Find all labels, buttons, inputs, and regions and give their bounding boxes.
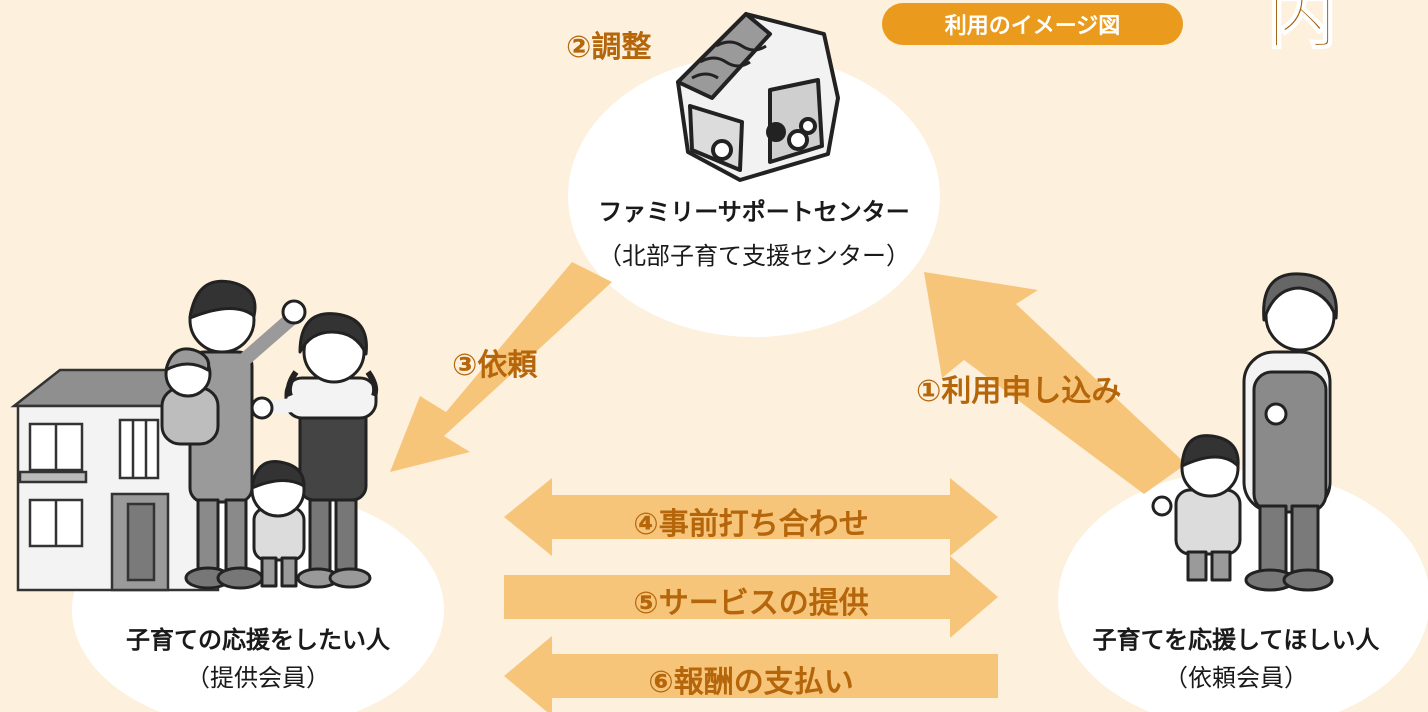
step-4-meeting: ④事前打ち合わせ bbox=[633, 507, 869, 542]
step-5-service: ⑤サービスの提供 bbox=[633, 586, 869, 621]
step-2-adjustment: ②調整 bbox=[566, 30, 652, 65]
center-sub: （北部子育て支援センター） bbox=[598, 242, 910, 270]
step-3-request: ③依頼 bbox=[452, 348, 538, 383]
mother-child-illustration bbox=[1151, 272, 1338, 592]
provider-name: 子育ての応援をしたい人 bbox=[126, 626, 390, 654]
provider-role: （提供会員） bbox=[186, 664, 330, 692]
arrow-service-to-requester bbox=[504, 556, 998, 638]
center-name: ファミリーサポートセンター bbox=[598, 198, 910, 226]
arrow-request-to-provider bbox=[390, 262, 612, 472]
right-ellipse bbox=[1058, 470, 1428, 712]
arrow-application-to-center bbox=[924, 272, 1186, 494]
requester-role: （依頼会員） bbox=[1164, 664, 1308, 692]
corner-glyph: 内 bbox=[1266, 0, 1338, 58]
playhouse-icon bbox=[676, 12, 840, 182]
requester-name: 子育てを応援してほしい人 bbox=[1092, 626, 1380, 654]
family-illustration bbox=[160, 279, 379, 590]
usage-image-badge: 利用のイメージ図 bbox=[882, 3, 1183, 45]
step-1-application: ①利用申し込み bbox=[916, 374, 1122, 409]
arrow-payment-to-provider bbox=[504, 636, 998, 712]
arrow-meeting-both bbox=[504, 478, 998, 556]
step-6-payment: ⑥報酬の支払い bbox=[648, 665, 854, 700]
